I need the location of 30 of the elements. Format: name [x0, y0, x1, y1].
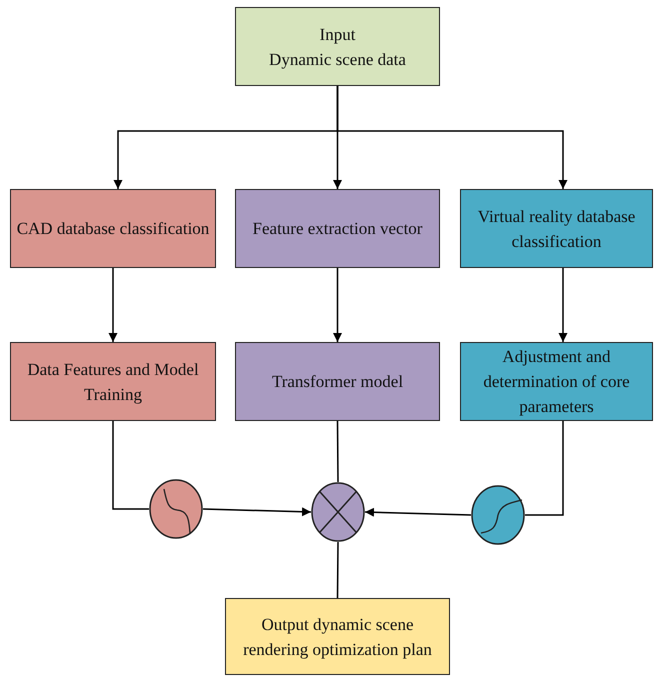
output-box — [225, 598, 450, 675]
signal-circle — [471, 485, 525, 545]
box-label: Dynamic scene data — [269, 48, 406, 71]
connector-line — [336, 542, 339, 598]
connector-line — [525, 421, 564, 516]
arrow — [336, 86, 568, 189]
box-label: Data Features and Model Training — [26, 358, 200, 406]
box-label: Adjustment and determination of core parameters — [482, 346, 631, 418]
arrow — [558, 268, 568, 342]
process-box — [460, 342, 653, 421]
process-box — [10, 189, 216, 268]
box-label: Feature extraction vector — [252, 218, 422, 240]
arrow — [108, 268, 118, 342]
box-label: Virtual reality database classification — [476, 206, 636, 252]
arrow — [364, 508, 472, 517]
arrow — [202, 507, 312, 516]
process-box — [460, 189, 653, 268]
box-label: Transformer model — [272, 371, 404, 393]
process-box — [235, 189, 440, 268]
signal-circle — [149, 479, 203, 539]
connector-line — [112, 421, 149, 510]
process-box — [235, 342, 440, 421]
box-label: Output dynamic scene rendering optimization plan — [242, 614, 433, 661]
box-label: CAD database classification — [16, 218, 210, 240]
box-label: Input — [320, 24, 356, 46]
process-box — [10, 342, 216, 421]
arrow — [333, 268, 342, 342]
connector-line — [336, 421, 339, 482]
input-box — [235, 7, 440, 86]
multiplier-circle — [311, 482, 365, 542]
